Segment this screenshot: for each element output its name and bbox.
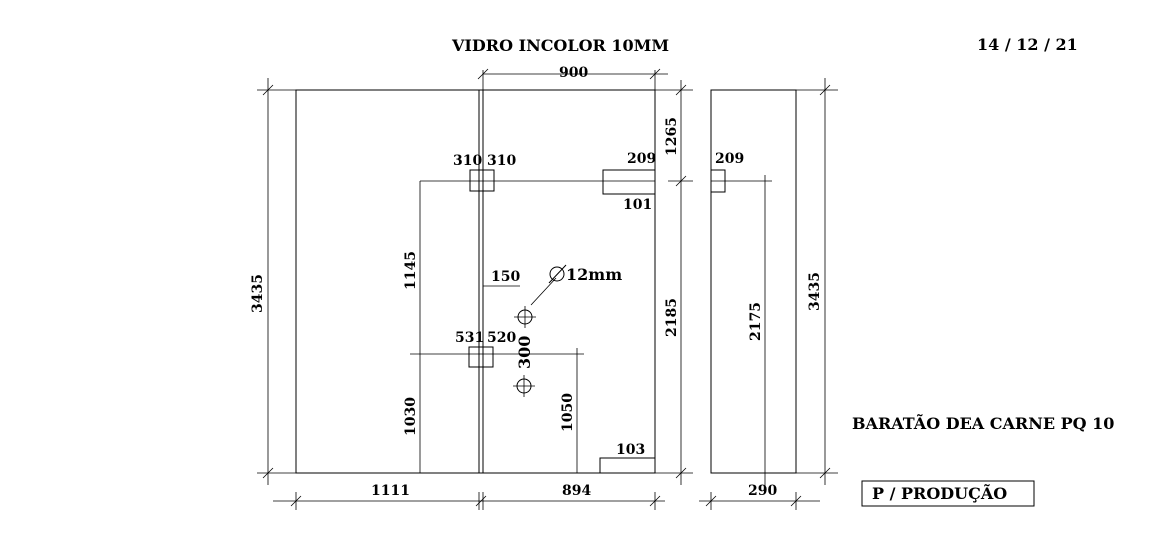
main-panel-outline bbox=[295, 89, 656, 474]
hole-diameter-label: 12mm bbox=[548, 264, 622, 284]
dim-bottom-right-label: 894 bbox=[562, 483, 591, 499]
dim-side-height-inner: 2175 bbox=[748, 302, 764, 341]
drawing-title: VIDRO INCOLOR 10MM bbox=[451, 36, 669, 55]
client-name: BARATÃO DEA CARNE PQ 10 bbox=[852, 412, 1114, 433]
hole-diameter-text: 12mm bbox=[566, 265, 622, 284]
upper-center-notch bbox=[469, 169, 495, 192]
dim-notch-top-right-below: 101 bbox=[623, 197, 652, 213]
dim-side-height-label: 3435 bbox=[807, 272, 823, 311]
production-stamp-text: P / PRODUÇÃO bbox=[872, 482, 1007, 503]
dim-right-height-lower-label: 2185 bbox=[664, 298, 680, 337]
dim-side-height: 3435 bbox=[796, 78, 838, 485]
dim-notch-mid-a: 531 bbox=[455, 330, 484, 346]
dim-notch-top-right: 209 bbox=[627, 151, 656, 167]
dim-side-width-label: 290 bbox=[748, 483, 777, 499]
dim-bottom-widths: 1111 894 bbox=[273, 483, 665, 510]
dim-notch-top-left-a: 310 bbox=[453, 153, 482, 169]
dim-left-height: 3435 bbox=[250, 78, 296, 485]
dim-left-height-label: 3435 bbox=[250, 274, 266, 313]
dim-top-width: 900 bbox=[477, 65, 668, 90]
dim-notch-top-left-b: 310 bbox=[487, 153, 516, 169]
dim-height-1030: 1030 bbox=[403, 397, 419, 436]
dim-height-1145: 1145 bbox=[403, 251, 419, 290]
hole-lower bbox=[513, 375, 535, 397]
side-panel-outline bbox=[710, 89, 797, 474]
main-glass-panel bbox=[295, 89, 656, 474]
dim-hole-spacing: 300 bbox=[515, 336, 534, 369]
middle-center-notch bbox=[468, 346, 494, 368]
dim-notch-bottom-right: 103 bbox=[616, 442, 645, 458]
dim-side-notch: 209 bbox=[715, 151, 744, 167]
dim-notch-mid-b: 520 bbox=[487, 330, 516, 346]
hole-leader-line bbox=[530, 277, 557, 306]
dim-top-width-label: 900 bbox=[559, 65, 588, 81]
drawing-date: 14 / 12 / 21 bbox=[977, 35, 1078, 54]
bottom-right-notch bbox=[599, 457, 655, 473]
diameter-symbol-icon bbox=[549, 266, 565, 282]
dim-bottom-left-label: 1111 bbox=[371, 483, 410, 499]
dim-hole-offset: 150 bbox=[491, 269, 520, 285]
hole-upper bbox=[514, 306, 536, 328]
production-stamp-box bbox=[861, 480, 1035, 507]
dim-height-1050: 1050 bbox=[560, 393, 576, 432]
side-glass-panel bbox=[710, 89, 797, 490]
dim-right-heights: 1265 2185 bbox=[655, 80, 693, 485]
dim-side-width: 290 bbox=[699, 483, 820, 510]
dim-right-height-front-label: 1265 bbox=[664, 117, 680, 156]
production-stamp: P / PRODUÇÃO bbox=[861, 480, 1035, 507]
upper-right-notch bbox=[602, 169, 656, 195]
